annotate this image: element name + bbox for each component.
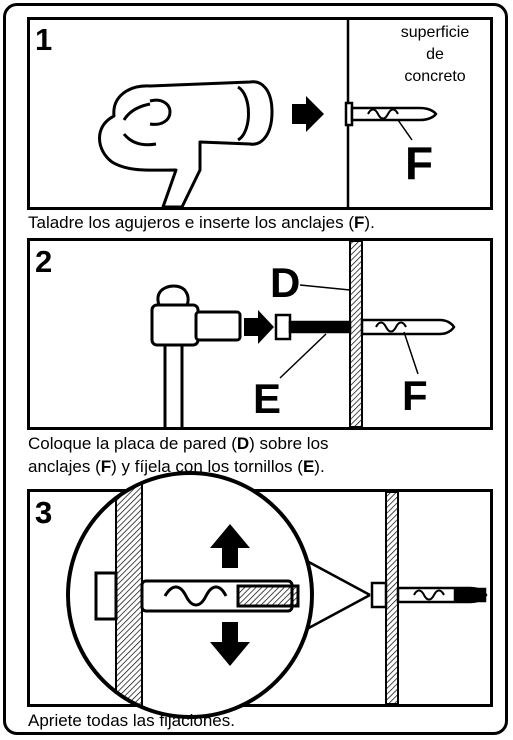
step2-caption-line-1: Coloque la placa de pared (D) sobre los bbox=[28, 434, 329, 453]
surface-label-line-2: de bbox=[426, 46, 444, 63]
anchor-icon bbox=[344, 101, 438, 141]
step3-caption: Apriete todas las fijaciones. bbox=[28, 711, 235, 730]
arrow-right-icon bbox=[244, 310, 274, 344]
anchor-installed-icon bbox=[370, 581, 488, 609]
step2-number: 2 bbox=[35, 244, 53, 279]
step2-caption-line-2: anclajes (F) y fíjela con los tornillos … bbox=[28, 457, 325, 476]
surface-label-line-1: superficie bbox=[400, 24, 470, 41]
step2-label-e: E bbox=[253, 375, 282, 422]
step1-label-f: F bbox=[405, 137, 434, 189]
step1-caption: Taladre los agujeros e inserte los ancla… bbox=[28, 213, 375, 232]
arrow-down-icon bbox=[210, 622, 250, 666]
bolt-icon bbox=[274, 313, 352, 341]
step2-label-d: D bbox=[270, 259, 301, 306]
surface-label: superficie de concreto bbox=[380, 22, 490, 88]
arrow-up-icon bbox=[210, 524, 250, 568]
anchor-icon bbox=[360, 318, 456, 336]
step3-number-overlay: 3 bbox=[35, 495, 53, 530]
arrow-right-icon bbox=[292, 96, 324, 132]
surface-label-line-3: concreto bbox=[404, 68, 466, 85]
ratchet-icon bbox=[150, 284, 242, 427]
wall bbox=[385, 491, 399, 705]
instruction-sheet bbox=[3, 3, 508, 735]
step1-number: 1 bbox=[35, 22, 53, 57]
step3-number: 3 bbox=[35, 495, 53, 530]
step2-label-f: F bbox=[402, 372, 428, 419]
drill-icon bbox=[98, 80, 274, 209]
